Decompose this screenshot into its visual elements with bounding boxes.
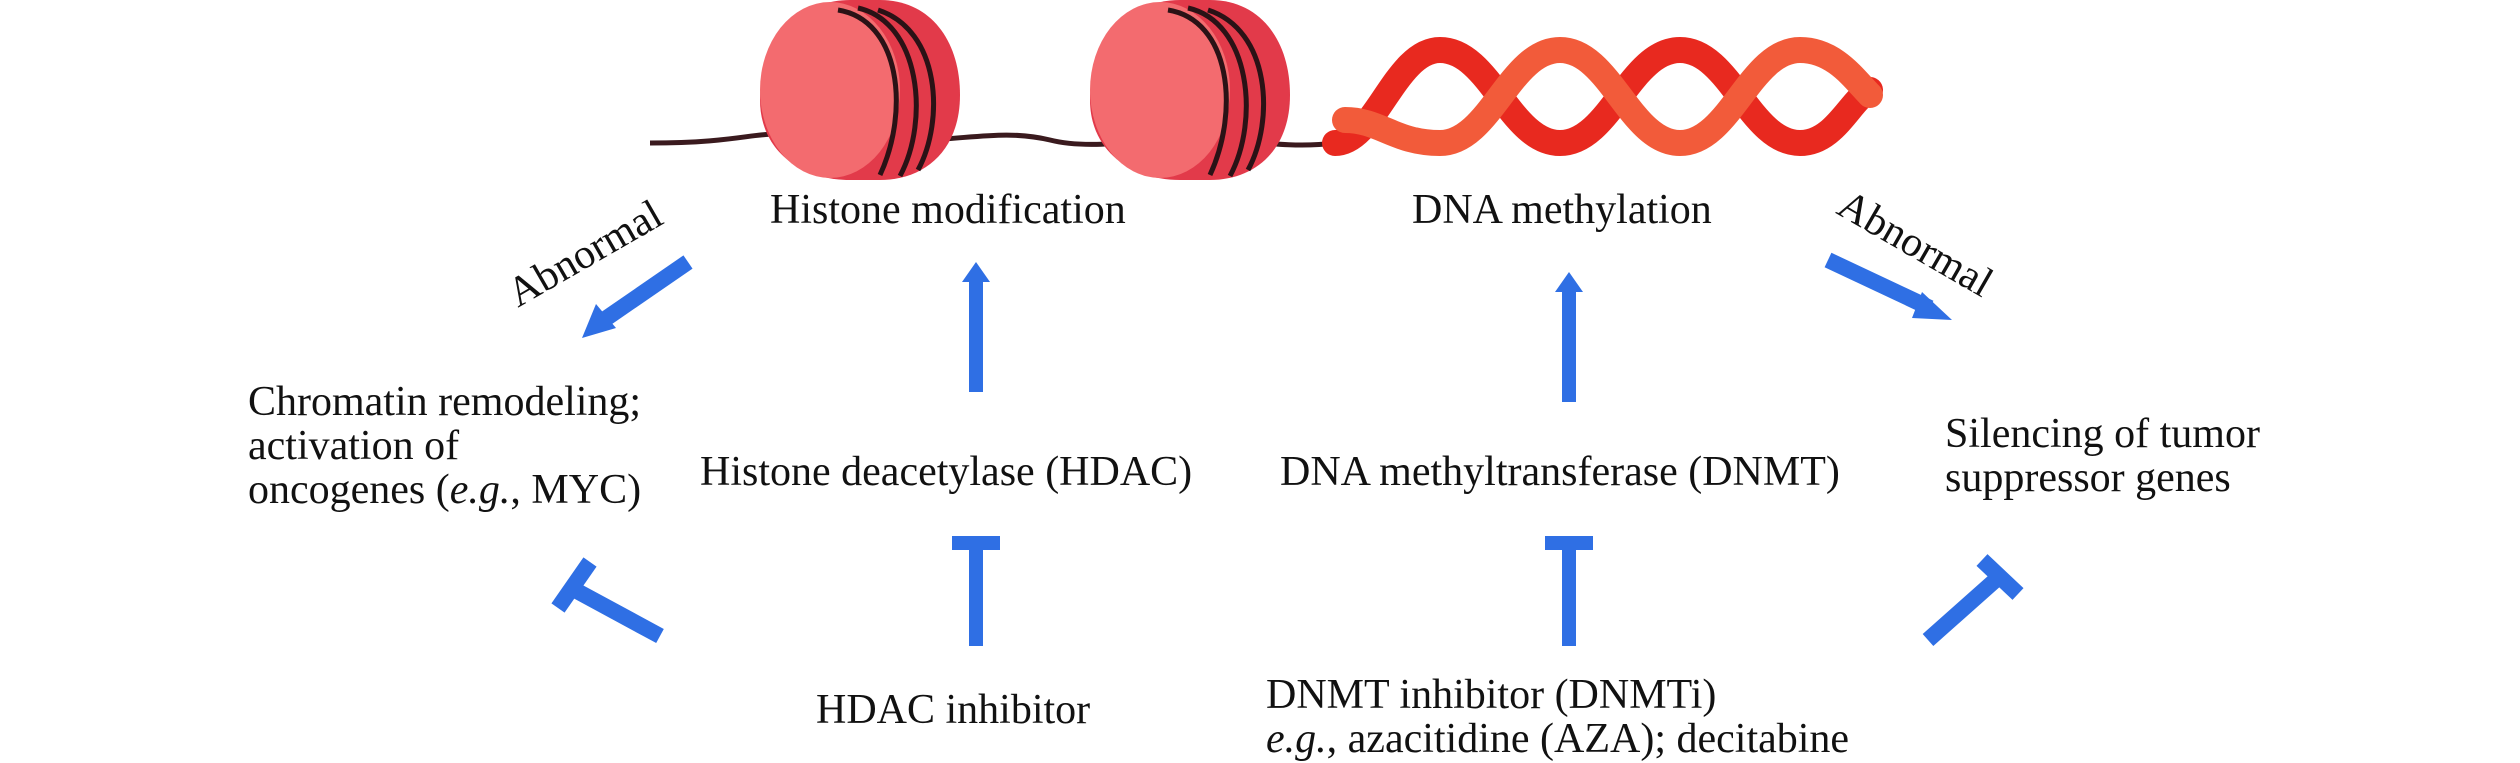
inhibit-dnmt xyxy=(1545,536,1593,646)
label-dnmt-inhibitor: DNMT inhibitor (DNMTi) e.g., azacitidine… xyxy=(1266,672,1850,762)
nucleosome-icon xyxy=(1090,0,1290,180)
nucleosome-icon xyxy=(760,0,960,180)
arrow-up-dna-methylation xyxy=(1555,272,1583,402)
dna-helix-icon xyxy=(1322,36,1883,157)
label-chromatin-remodeling: Chromatin remodeling; activation of onco… xyxy=(248,379,642,513)
label-tumor-suppressor-silencing: Silencing of tumor suppressor genes xyxy=(1945,411,2260,501)
inhibit-oncogenes xyxy=(551,557,664,644)
arrow-abnormal-right xyxy=(1824,252,1952,320)
label-hdac: Histone deacetylase (HDAC) xyxy=(700,449,1193,495)
label-hdac-inhibitor: HDAC inhibitor xyxy=(816,687,1091,733)
inhibit-hdac xyxy=(952,536,1000,646)
label-dnmt: DNA methyltransferase (DNMT) xyxy=(1280,449,1840,495)
inhibit-tumor-silencing xyxy=(1922,554,2024,646)
label-dna-methylation: DNA methylation xyxy=(1412,187,1712,233)
arrow-abnormal-left xyxy=(582,255,693,338)
label-histone-modification: Histone modification xyxy=(770,187,1126,233)
arrow-up-histone xyxy=(962,262,990,392)
